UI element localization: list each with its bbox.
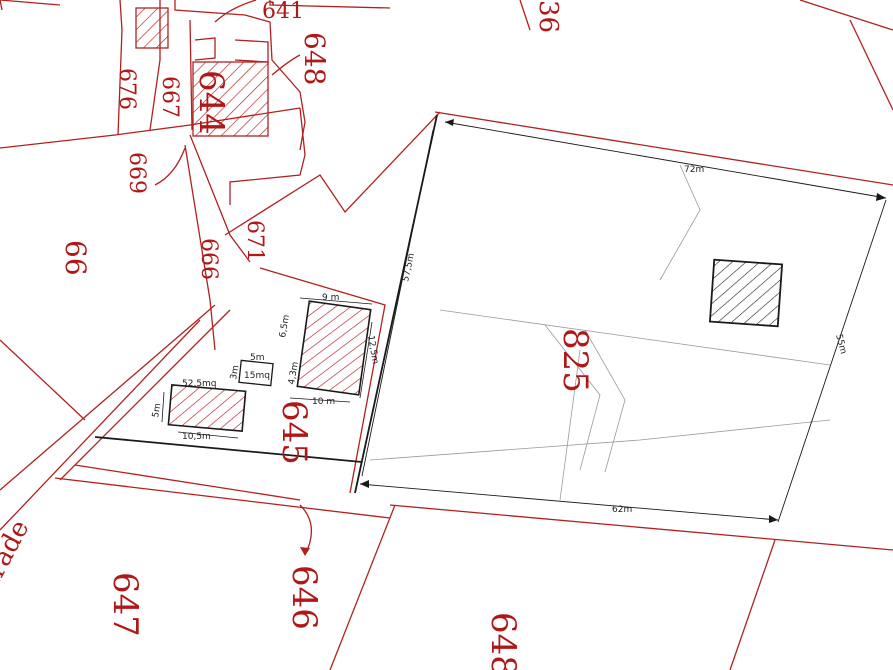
dim-left: 57,5m: [401, 252, 417, 282]
dim-b1-d3: 4,3m: [287, 361, 301, 385]
parcel-66: 66: [59, 240, 92, 276]
road-label: strade: [0, 515, 36, 603]
building-3: [167, 383, 247, 433]
dim-b2-width: 5m: [250, 353, 265, 363]
dim-b3-width: 10,5m: [182, 432, 211, 442]
dim-b2-height: 3m: [229, 365, 241, 381]
parcel-825: 825: [555, 328, 595, 393]
parcel-641: 641: [262, 0, 304, 24]
parcel-648-top: 648: [298, 32, 331, 85]
hatched-building-644: [192, 61, 269, 137]
parcel-667: 667: [157, 76, 182, 118]
parcel-645-buildings: [161, 297, 373, 439]
hatched-building-1: [135, 7, 169, 49]
dim-b1-d2: 10 m: [312, 397, 335, 407]
parcel-648-bottom: 648: [483, 612, 523, 670]
dim-b3-height: 5m: [151, 403, 163, 419]
parcel-666: 666: [196, 238, 221, 280]
parcel-669: 669: [124, 152, 149, 194]
building-2: [238, 359, 274, 387]
hatched-building-825: [708, 258, 784, 328]
dim-top: 72m: [684, 165, 704, 175]
pencil-sketch: [369, 164, 831, 501]
building-1: [296, 300, 372, 396]
dim-b1-height: 12,5m: [365, 335, 380, 365]
dim-b1-d1: 6,5m: [278, 314, 292, 338]
parcel-671: 671: [242, 220, 267, 262]
existing-buildings: [135, 7, 269, 137]
parcel-36: 36: [533, 0, 563, 33]
parcel-645: 645: [274, 400, 314, 465]
parcel-647: 647: [105, 572, 145, 637]
parcel-646: 646: [284, 565, 324, 630]
dim-b3-area: 52,5mq: [182, 379, 217, 389]
parcel-644: 644: [191, 70, 231, 135]
dim-b1-width: 9 m: [322, 293, 339, 303]
dim-bottom: 62m: [612, 505, 632, 515]
reference-arrows: [154, 0, 312, 556]
parcel-labels: 641 36 648 676 667 644 669 66 671 666 82…: [59, 0, 595, 670]
dimension-labels: 72m 57,5m 55m 62m 9 m 12,5m 6,5m 10 m 4,…: [151, 165, 848, 515]
parcel-676: 676: [114, 68, 139, 110]
dim-b2-area: 15mq: [244, 371, 270, 381]
parcel-825-outline: [94, 114, 887, 523]
